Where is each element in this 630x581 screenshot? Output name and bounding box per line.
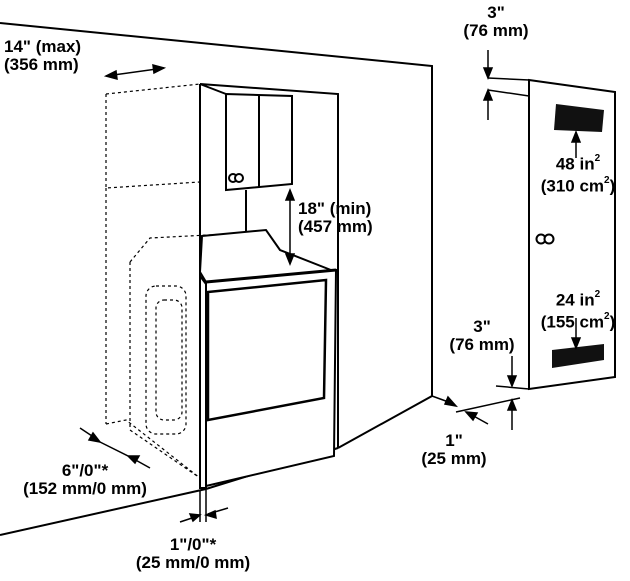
side-max-label: 14" (max) (356 mm) [4,37,82,74]
top-gap-label: 3" (76 mm) [463,3,529,40]
door-gap-label: 1" (25 mm) [421,431,487,468]
dryer [198,228,338,489]
upper-vent-opening [554,104,604,132]
dimension-lines [79,50,582,523]
bottom-gap-label: 3" (76 mm) [449,317,515,354]
side-clearance-label: 6"/0"* (152 mm/0 mm) [23,461,147,498]
lower-vent-opening [552,344,604,368]
upper-vent-label: 48 in2 (310 cm2) [540,153,616,196]
lower-vent-label: 24 in2 (155 cm2) [540,289,616,332]
rear-clearance-label: 1"/0"* (25 mm/0 mm) [135,535,251,572]
cabinet-gap-label: 18" (min) (457 mm) [298,199,373,236]
wall-cabinet [225,92,293,232]
closet-door [528,78,616,391]
